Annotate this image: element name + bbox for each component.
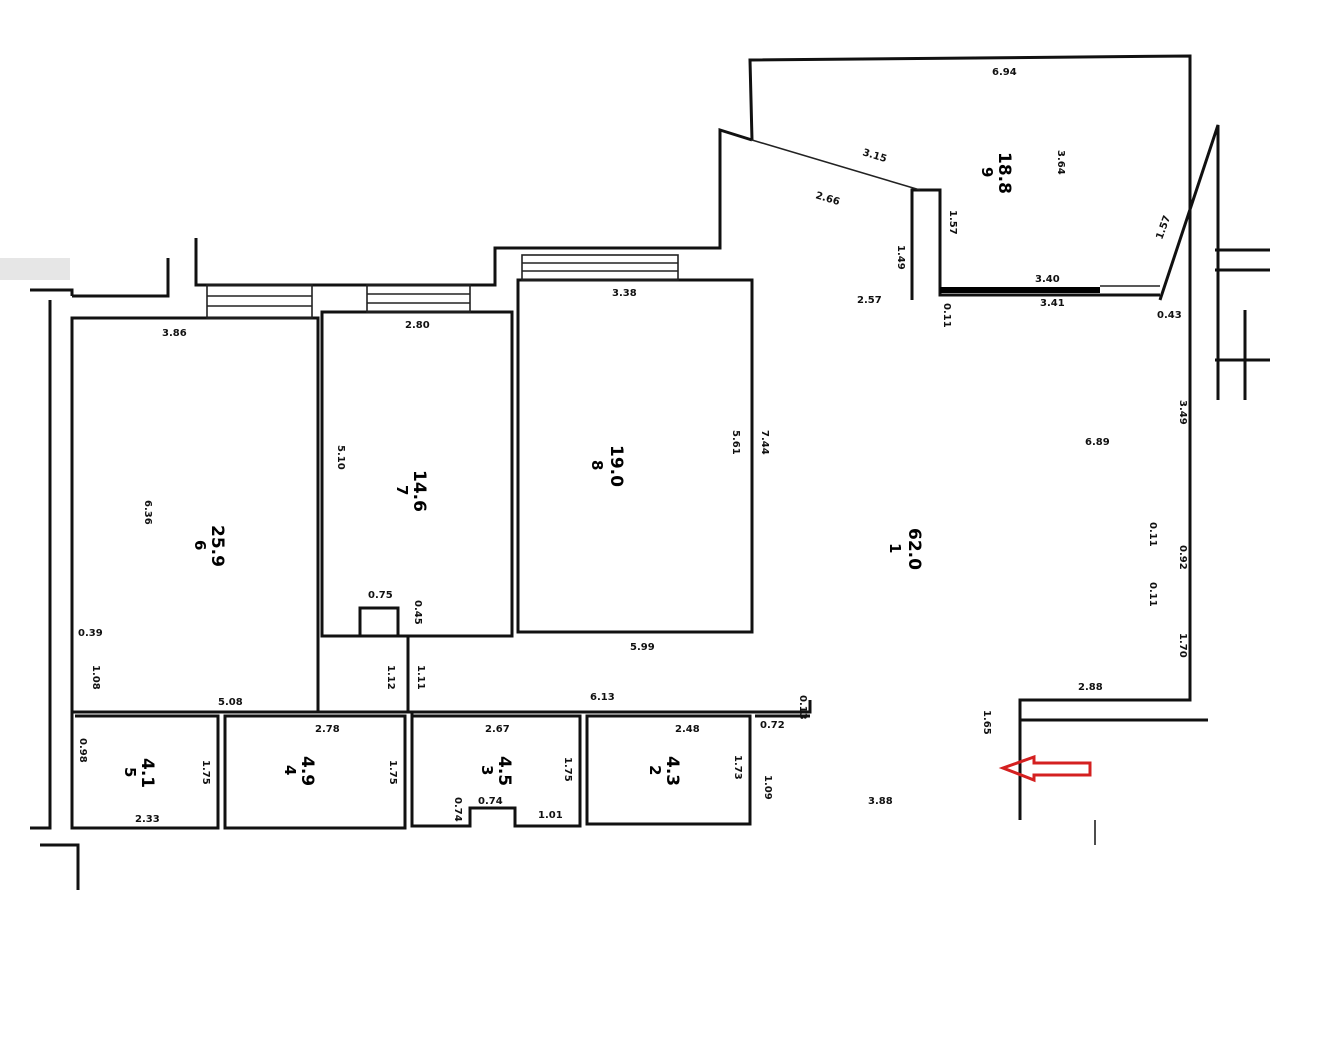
room-number: 4 xyxy=(281,765,299,775)
dim: 1.75 xyxy=(200,760,211,785)
dim: 3.40 xyxy=(1035,274,1060,285)
dim: 0.72 xyxy=(760,720,785,731)
room-number: 7 xyxy=(393,485,411,495)
room-walls xyxy=(70,188,1160,830)
exterior-walls xyxy=(0,54,1318,890)
dim: 1.75 xyxy=(562,757,573,782)
dim: 3.49 xyxy=(1177,400,1188,425)
dim: 2.66 xyxy=(814,190,841,208)
dim: 2.88 xyxy=(1078,682,1103,693)
dim: 1.75 xyxy=(387,760,398,785)
room-area: 4.3 xyxy=(662,756,682,786)
dim: 0.74 xyxy=(452,797,463,822)
dim: 2.80 xyxy=(405,320,430,331)
dim: 1.57 xyxy=(947,210,958,235)
dimension-labels: 3.86 6.36 0.39 1.08 2.80 5.10 0.75 0.45 … xyxy=(77,67,1188,825)
dim: 1.57 xyxy=(1154,214,1173,241)
room-area: 4.9 xyxy=(297,756,317,786)
dim: 1.09 xyxy=(762,775,773,800)
dim: 2.48 xyxy=(675,724,700,735)
dim: 3.64 xyxy=(1055,150,1066,175)
dim: 0.45 xyxy=(412,600,423,625)
room-area: 18.8 xyxy=(994,152,1014,194)
room-area: 14.6 xyxy=(409,470,429,512)
room-number: 2 xyxy=(646,765,664,775)
dim: 1.08 xyxy=(90,665,101,690)
room-number: 8 xyxy=(588,460,606,470)
dim: 5.99 xyxy=(630,642,655,653)
dim: 2.78 xyxy=(315,724,340,735)
room-number: 9 xyxy=(978,167,996,177)
dim: 0.13 xyxy=(797,695,808,720)
dim: 3.88 xyxy=(868,796,893,807)
dim: 0.74 xyxy=(478,796,503,807)
entrance-arrow-icon xyxy=(998,754,1092,783)
dim: 2.57 xyxy=(857,295,882,306)
dim: 5.08 xyxy=(218,697,243,708)
room-area: 62.0 xyxy=(904,528,924,570)
dim: 0.11 xyxy=(941,303,952,328)
dim: 1.12 xyxy=(385,665,396,690)
dim: 0.43 xyxy=(1157,310,1182,321)
dim: 3.15 xyxy=(861,147,888,165)
room-number: 3 xyxy=(478,765,496,775)
room-number: 5 xyxy=(121,767,139,777)
dim: 0.39 xyxy=(78,628,103,639)
dim: 6.94 xyxy=(992,67,1017,78)
dim: 1.01 xyxy=(538,810,563,821)
dim: 6.89 xyxy=(1085,437,1110,448)
room-area: 25.9 xyxy=(207,525,227,567)
dim: 1.70 xyxy=(1177,633,1188,658)
room-number: 6 xyxy=(191,540,209,550)
dim: 7.44 xyxy=(759,430,770,455)
dim: 1.11 xyxy=(415,665,426,690)
dim: 3.41 xyxy=(1040,298,1065,309)
room-area: 19.0 xyxy=(606,445,626,487)
room-number: 1 xyxy=(886,543,904,553)
dim: 5.10 xyxy=(335,445,346,470)
dim: 2.33 xyxy=(135,814,160,825)
dim: 6.36 xyxy=(142,500,153,525)
dim: 0.11 xyxy=(1147,522,1158,547)
dim: 3.86 xyxy=(162,328,187,339)
dim: 1.65 xyxy=(981,710,992,735)
dim: 5.61 xyxy=(730,430,741,455)
dim: 6.13 xyxy=(590,692,615,703)
dim: 0.98 xyxy=(77,738,88,763)
stairs xyxy=(206,139,921,319)
dim: 2.67 xyxy=(485,724,510,735)
dim: 0.75 xyxy=(368,590,393,601)
room-area: 4.1 xyxy=(137,758,157,788)
dim: 0.92 xyxy=(1177,545,1188,570)
dim: 1.49 xyxy=(895,245,906,270)
room-area: 4.5 xyxy=(494,756,514,786)
dim: 1.73 xyxy=(732,755,743,780)
dim: 3.38 xyxy=(612,288,637,299)
dim: 0.11 xyxy=(1147,582,1158,607)
